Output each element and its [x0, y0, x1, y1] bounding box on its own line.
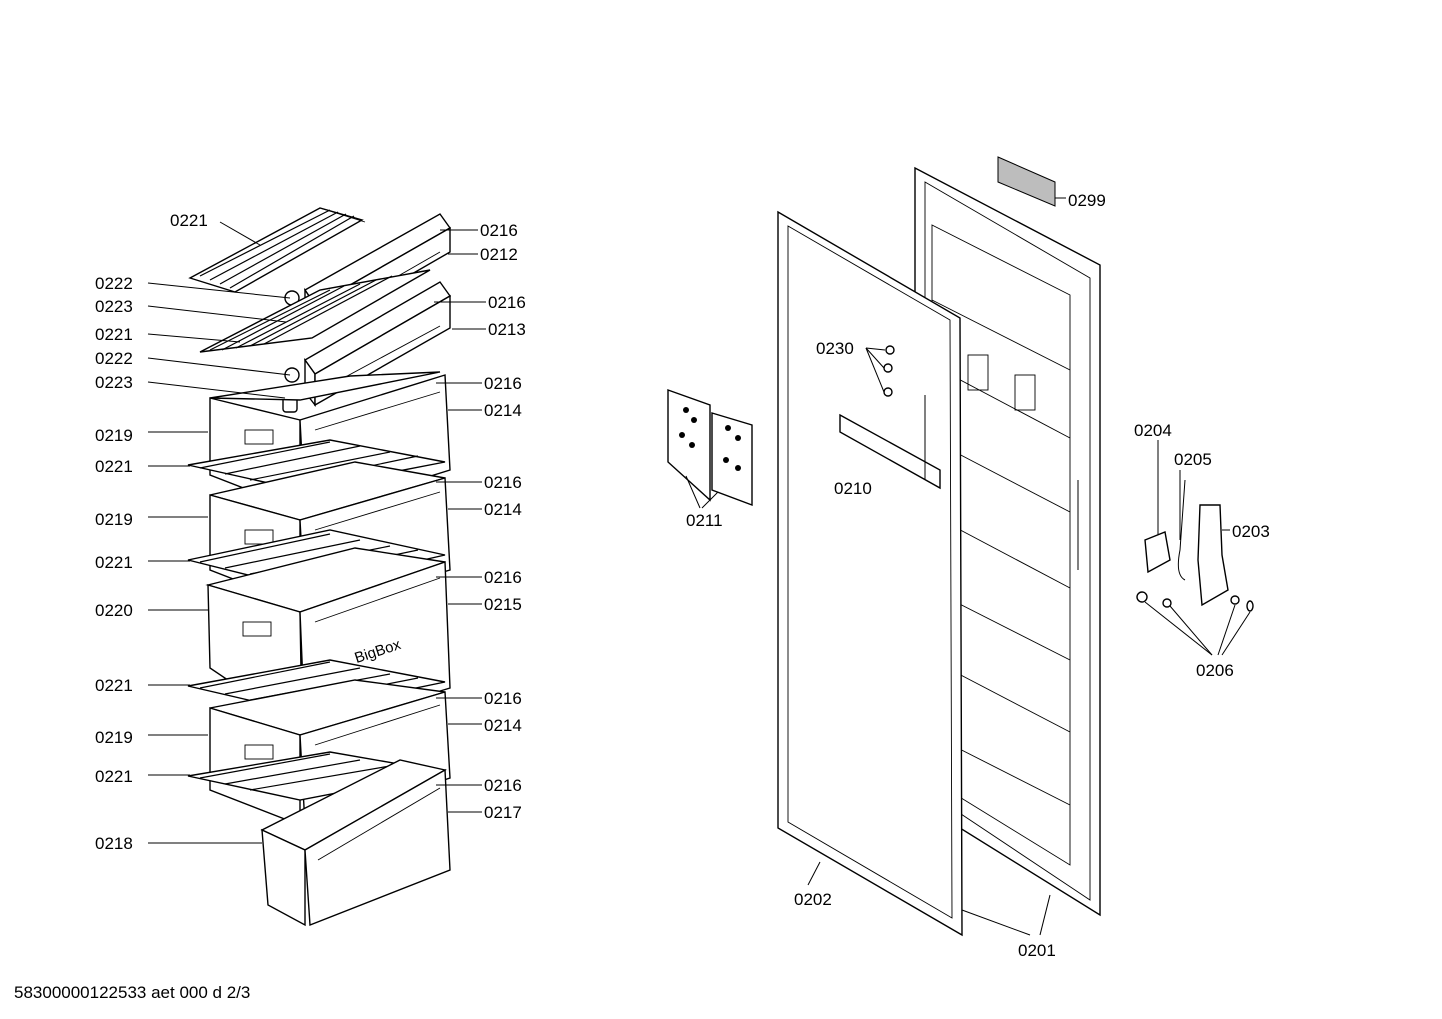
callout-label: 0216 — [480, 221, 518, 240]
callout-label: 0219 — [95, 728, 133, 747]
callout-label: 0221 — [95, 676, 133, 695]
wire-shelf-top — [188, 207, 366, 293]
callout-labels: 0221 0216 0212 0222 0223 0216 0221 0213 … — [95, 191, 1270, 960]
drawer-bottom — [260, 759, 451, 927]
callout-label: 0219 — [95, 426, 133, 445]
callout-label: 0216 — [488, 293, 526, 312]
callout-label: 0216 — [484, 776, 522, 795]
callout-label: 0220 — [95, 601, 133, 620]
callout-label: 0201 — [1018, 941, 1056, 960]
callout-label: 0214 — [484, 716, 522, 735]
leader-lines — [147, 197, 1251, 936]
callout-label: 0221 — [95, 457, 133, 476]
callout-label: 0213 — [488, 320, 526, 339]
callout-label: 0219 — [95, 510, 133, 529]
callout-label: 0210 — [834, 479, 872, 498]
callout-label: 0221 — [95, 325, 133, 344]
hinge-parts — [1136, 479, 1254, 612]
ice-packs — [667, 389, 753, 507]
callout-label: 0218 — [95, 834, 133, 853]
door-assembly — [667, 156, 1254, 937]
callout-label: 0221 — [170, 211, 208, 230]
callout-label: 0211 — [686, 511, 723, 530]
callout-label: 0216 — [484, 473, 522, 492]
callout-label: 0230 — [816, 339, 854, 358]
callout-label: 0217 — [484, 803, 522, 822]
callout-label: 0214 — [484, 401, 522, 420]
callout-label: 0216 — [484, 689, 522, 708]
callout-label: 0212 — [480, 245, 518, 264]
callout-label: 0202 — [794, 890, 832, 909]
callout-label: 0203 — [1232, 522, 1270, 541]
handle-strip — [839, 395, 941, 490]
callout-label: 0205 — [1174, 450, 1212, 469]
callout-label: 0204 — [1134, 421, 1172, 440]
door-gasket — [777, 210, 963, 937]
callout-label: 0206 — [1196, 661, 1234, 680]
callout-label: 0221 — [95, 553, 133, 572]
callout-label: 0223 — [95, 373, 133, 392]
drawing-reference: 58300000122533 aet 000 d 2/3 — [14, 983, 250, 1002]
callout-label: 0215 — [484, 595, 522, 614]
callout-label: 0221 — [95, 767, 133, 786]
callout-label: 0223 — [95, 297, 133, 316]
callout-label: 0214 — [484, 500, 522, 519]
callout-label: 0222 — [95, 274, 133, 293]
label-sticker — [997, 156, 1056, 207]
callout-label: 0222 — [95, 349, 133, 368]
callout-label: 0216 — [484, 374, 522, 393]
callout-label: 0299 — [1068, 191, 1106, 210]
callout-label: 0216 — [484, 568, 522, 587]
